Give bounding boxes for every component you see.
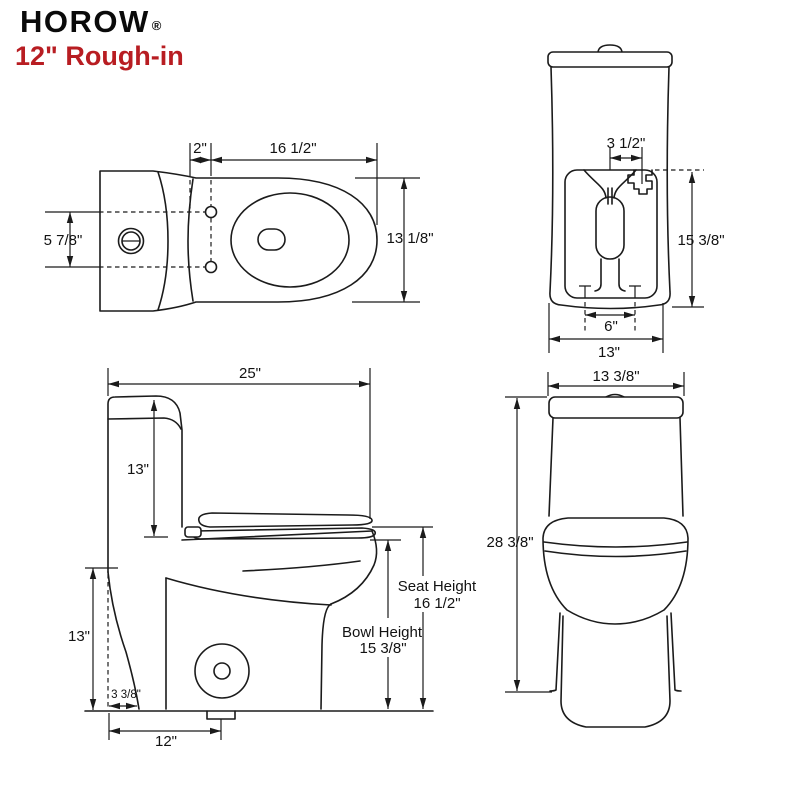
side-bowl-rim-line <box>181 530 373 541</box>
front-tank-lid <box>548 396 684 419</box>
dim-front-tank-width: 13 3/8" <box>592 368 639 385</box>
dim-side-overall-depth: 25" <box>239 365 261 382</box>
front-skirt <box>560 615 671 728</box>
seat-opening <box>230 192 350 288</box>
front-seat-seams <box>543 541 688 558</box>
rough-in-subtitle: 12" Rough-in <box>15 40 184 71</box>
side-base-front <box>320 603 332 710</box>
side-seat-hinge <box>184 526 202 538</box>
side-view: 25" 13" 13" 3 3/8" 12" Seat Height 16 1/… <box>68 365 477 750</box>
dim-top-bolt-offset: 2" <box>193 140 207 157</box>
brand-name: HOROW <box>20 4 150 39</box>
dim-back-recess-height: 15 3/8" <box>677 232 724 249</box>
back-extension-lines <box>548 147 704 353</box>
trapway-legs <box>594 258 626 292</box>
bowl-height-value: 15 3/8" <box>359 640 406 657</box>
side-base-back-edge <box>107 571 140 710</box>
bolt-hole-top <box>204 205 218 219</box>
top-view-center-dashes <box>99 180 212 268</box>
top-view-outline <box>99 170 378 312</box>
front-pedestal-sides <box>549 612 682 692</box>
seat-height-label: Seat Height <box>398 578 477 595</box>
front-tank-sides <box>548 417 684 517</box>
dim-side-rear-height: 13" <box>68 628 90 645</box>
supply-inlet-fitting <box>627 169 653 195</box>
trap-cover-inner <box>213 662 231 680</box>
brand-logo: HOROW® <box>20 4 184 39</box>
side-bowl-underside <box>165 577 332 606</box>
dim-back-inlet-offset: 3 1/2" <box>607 135 646 152</box>
drain-outlet-tab <box>206 710 236 720</box>
dim-side-rear-setback: 3 3/8" <box>111 689 141 701</box>
back-tank-body <box>549 66 671 310</box>
dim-back-bolt-spacing: 6" <box>604 318 618 335</box>
water-spot <box>257 228 286 251</box>
side-seat-ring <box>192 527 377 540</box>
top-view-extension-lines <box>45 143 420 303</box>
back-t-bolt-marks <box>579 285 641 294</box>
side-seat-lid <box>197 512 373 528</box>
dim-side-rough-in: 12" <box>155 733 177 750</box>
bolt-hole-bottom <box>204 260 218 274</box>
dim-side-tank-height: 13" <box>127 461 149 478</box>
dim-top-overall-width: 13 1/8" <box>386 230 433 247</box>
dim-top-button-span: 5 7/8" <box>44 232 83 249</box>
bowl-height-label: Bowl Height <box>342 624 423 641</box>
seat-height-value: 16 1/2" <box>413 595 460 612</box>
header: HOROW® 12" Rough-in <box>15 4 184 72</box>
dim-top-seat-length: 16 1/2" <box>269 140 316 157</box>
front-seat-and-bowl <box>542 517 689 625</box>
dim-front-overall-height: 28 3/8" <box>486 534 533 551</box>
dim-back-base-width: 13" <box>598 344 620 361</box>
back-tank-lid <box>547 51 673 68</box>
side-tank-outline <box>107 395 183 573</box>
flush-button-outer <box>117 227 145 255</box>
side-bowl-contour <box>242 560 361 572</box>
trap-cover-outer <box>194 643 250 699</box>
trapway-funnel <box>583 169 637 205</box>
back-tank-button <box>597 44 623 53</box>
back-view: 3 1/2" 15 3/8" 6" 13" <box>547 44 725 361</box>
front-view: 13 3/8" 28 3/8" <box>486 368 689 728</box>
side-bowl-front <box>330 530 378 605</box>
registered-mark: ® <box>151 18 163 33</box>
back-recess-panel <box>564 169 658 299</box>
side-extension-lines <box>85 368 433 740</box>
top-view-tank-front-edge <box>157 171 169 311</box>
side-tank-lid-line <box>107 417 182 430</box>
top-view: 2" 16 1/2" 13 1/8" 5 7/8" <box>44 140 434 312</box>
trapway-column <box>595 196 625 260</box>
